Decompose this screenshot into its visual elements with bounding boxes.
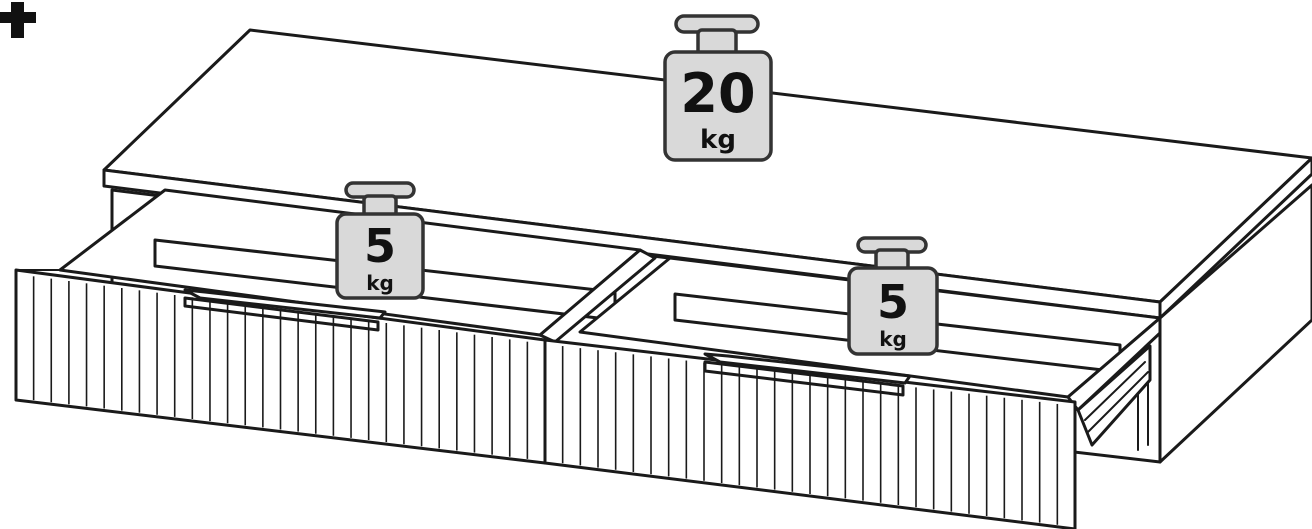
right-weight-unit: kg (879, 327, 907, 351)
top-weight-value: 20 (680, 62, 755, 125)
left-drawer-grooves (32, 276, 529, 459)
right-weight-value: 5 (877, 275, 909, 329)
left-weight-unit: kg (366, 271, 394, 295)
top-weight-unit: kg (700, 125, 736, 155)
drawer-handles (183, 288, 912, 397)
plus-icon (0, 2, 36, 38)
right-weight-icon: 5 kg (847, 236, 939, 356)
left-weight-value: 5 (364, 219, 396, 273)
top-weight-icon: 20 kg (663, 14, 773, 162)
left-weight-icon: 5 kg (335, 181, 425, 300)
right-drawer-grooves (561, 346, 1059, 525)
